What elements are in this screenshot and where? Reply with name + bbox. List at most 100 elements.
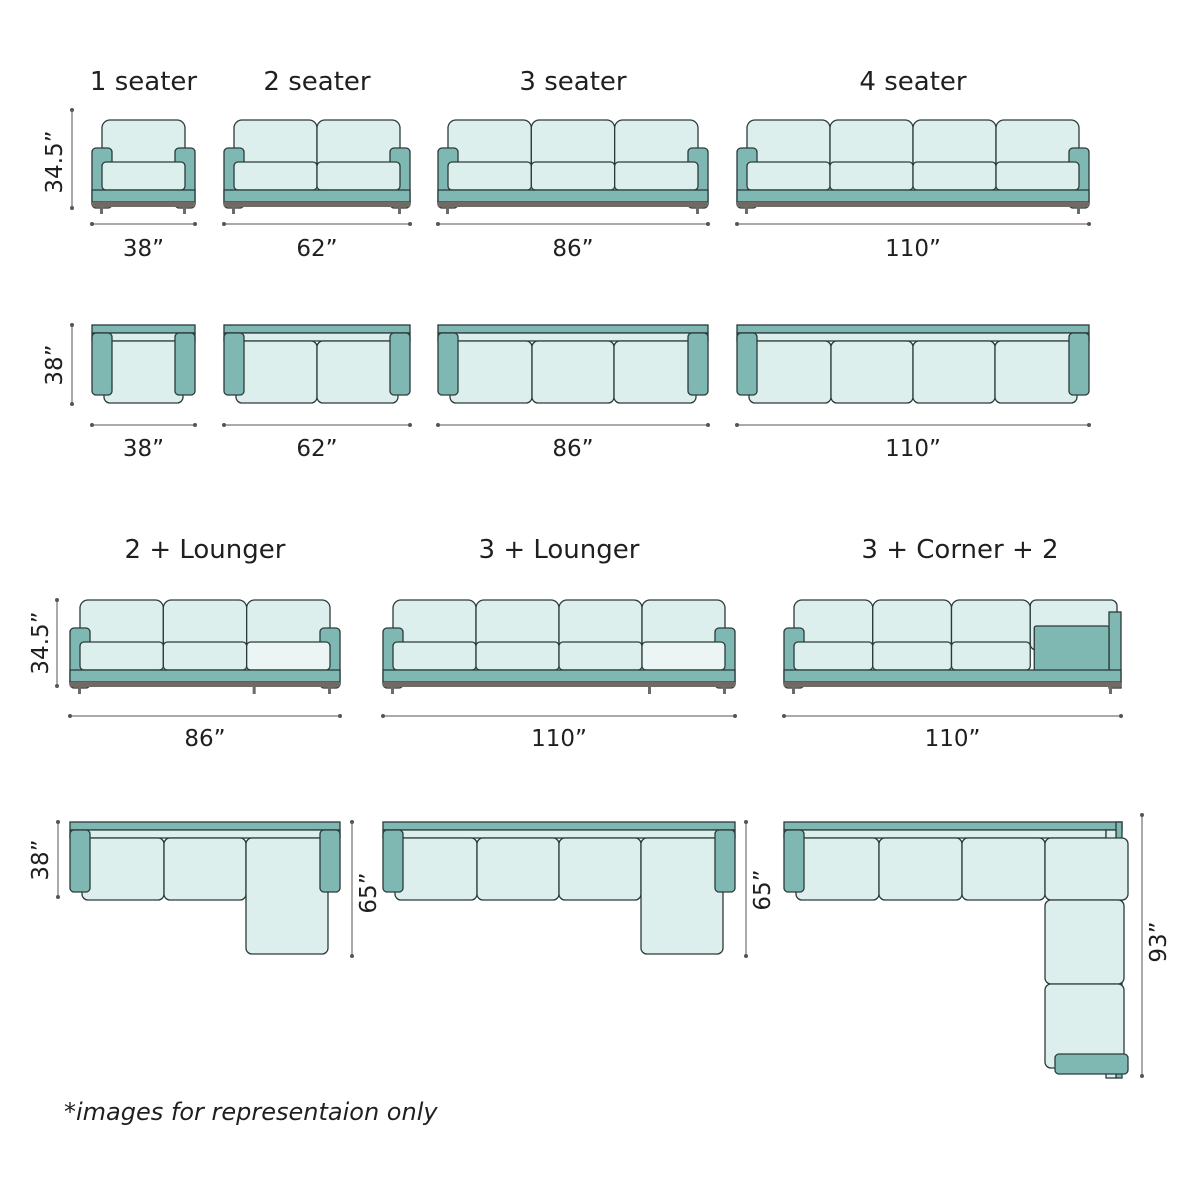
seat-cushion <box>530 161 616 191</box>
right-arm <box>1068 332 1090 396</box>
width-label: 86” <box>552 236 593 262</box>
seat-cushion <box>101 161 186 191</box>
dimension-end <box>350 820 354 824</box>
seat-cushion <box>829 161 914 191</box>
left-arm <box>736 332 758 396</box>
dimension-end <box>408 222 412 226</box>
top-view-3-seater <box>437 324 709 404</box>
base-rail <box>91 189 196 203</box>
dimension-end <box>436 423 440 427</box>
dimension-end <box>1140 1074 1144 1078</box>
seat-cushion <box>994 340 1078 404</box>
width-dimension <box>782 714 1123 718</box>
leg <box>328 687 331 694</box>
width-dimension <box>735 222 1091 226</box>
side-label: 65” <box>750 869 776 910</box>
right-arm <box>389 332 411 396</box>
back-frame <box>736 324 1090 334</box>
dimension-end <box>744 820 748 824</box>
back-cushion-strip <box>783 829 1107 839</box>
width-label: 38” <box>123 236 164 262</box>
leg <box>1077 207 1080 214</box>
seat-cushion <box>872 641 953 671</box>
seat-cushion <box>558 641 643 671</box>
width-label: 86” <box>184 726 225 752</box>
back-cushion-strip <box>736 332 1090 342</box>
plinth <box>737 202 1089 207</box>
dimension-end <box>1140 813 1144 817</box>
seat-cushion <box>447 161 532 191</box>
right-arm <box>319 829 341 893</box>
front-view-sectional <box>382 599 736 694</box>
leg <box>792 687 795 694</box>
seat-cushion <box>912 340 996 404</box>
side-label: 93” <box>1146 921 1172 962</box>
dimension-end <box>735 423 739 427</box>
dimension-end <box>90 423 94 427</box>
seat-cushion <box>162 641 248 671</box>
width-label: 62” <box>296 436 337 462</box>
leg <box>232 207 235 214</box>
leg <box>391 687 394 694</box>
return-seat-cushion <box>1044 899 1125 985</box>
seat-cushion <box>613 340 697 404</box>
seat-cushion <box>558 837 642 901</box>
dimension-end <box>222 423 226 427</box>
sectional-title: 3 + Corner + 2 <box>861 535 1058 565</box>
base-rail <box>783 669 1122 683</box>
dimension-end <box>381 714 385 718</box>
dimension-end <box>782 714 786 718</box>
plinth <box>70 682 340 687</box>
top-view-2-plus-lounger <box>69 821 341 955</box>
width-dimension <box>222 222 412 226</box>
seat-cushion <box>995 161 1080 191</box>
front-view-sectional <box>69 599 341 694</box>
side-dimension <box>350 820 354 958</box>
dimension-end <box>1119 714 1123 718</box>
depth-label: 38” <box>42 344 68 385</box>
base-rail <box>223 189 411 203</box>
seat-cushion <box>163 837 247 901</box>
dimension-end <box>70 402 74 406</box>
front-view-1-seater <box>91 119 196 214</box>
dimension-end <box>56 820 60 824</box>
dimension-end <box>68 714 72 718</box>
leg <box>252 687 256 694</box>
seat-cushion <box>961 837 1046 901</box>
front-view-2-seater <box>223 119 411 214</box>
seat-cushion <box>81 837 165 901</box>
dimension-end <box>193 423 197 427</box>
height-label: 34.5” <box>28 611 54 674</box>
dimension-end <box>70 323 74 327</box>
seat-cushion <box>912 161 997 191</box>
left-arm <box>91 332 113 396</box>
width-dimension <box>90 423 197 427</box>
dimension-end <box>735 222 739 226</box>
leg <box>745 207 748 214</box>
top-view-3-plus-lounger <box>382 821 736 955</box>
height-dimension <box>70 108 74 210</box>
side-label: 65” <box>356 872 382 913</box>
seat-cushion <box>476 837 560 901</box>
seat-cushion <box>830 340 914 404</box>
width-dimension <box>222 423 412 427</box>
seat-cushion <box>449 340 533 404</box>
back-cushion-strip <box>69 829 341 839</box>
front-view-3-seater <box>437 119 709 214</box>
width-dimension <box>436 423 710 427</box>
leg <box>1109 687 1112 694</box>
dimension-end <box>408 423 412 427</box>
seat-cushion <box>235 340 318 404</box>
plinth <box>383 682 735 687</box>
dimension-end <box>744 954 748 958</box>
left-arm <box>783 829 805 893</box>
height-label: 34.5” <box>42 130 68 193</box>
seat-cushion <box>748 340 832 404</box>
seat-cushion <box>316 340 399 404</box>
seat-cushion <box>233 161 318 191</box>
footnote: *images for representaion only <box>64 1098 438 1126</box>
width-dimension <box>68 714 342 718</box>
sectional-title: 3 + Lounger <box>479 535 640 565</box>
seat-cushion <box>950 641 1031 671</box>
left-arm <box>69 829 91 893</box>
